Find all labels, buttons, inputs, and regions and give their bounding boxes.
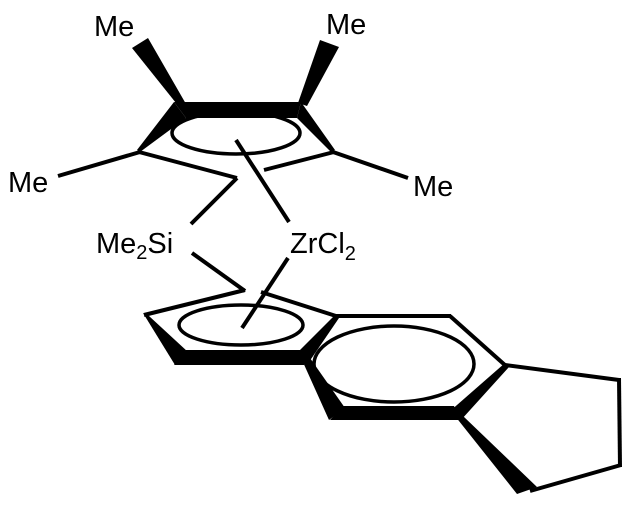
benzo-right-wedge	[449, 363, 509, 420]
benzo-ring	[302, 314, 509, 420]
cp-front-left-bond	[138, 150, 238, 180]
me-right-bond	[332, 150, 409, 180]
me-top-left-wedge	[132, 38, 186, 104]
si-bridge-label: Me2Si	[96, 228, 173, 264]
zr-metal-label: ZrCl2	[290, 228, 356, 265]
cp-front-right-bond	[263, 150, 335, 172]
benzo-left-wedge	[302, 358, 345, 420]
lower-cp-bottom-bond	[174, 350, 312, 365]
cyclopentane-bottom-bond	[529, 463, 622, 493]
me-top-left-label: Me	[94, 11, 134, 43]
benzo-aromatic-ellipse	[312, 324, 476, 404]
me-left-label: Me	[8, 167, 48, 199]
lower-cp-ring	[143, 288, 339, 365]
si-to-upper-cp-bond	[189, 176, 239, 226]
cyclopentane-ring	[455, 363, 622, 494]
cp-back-bond	[174, 102, 301, 118]
benzo-top-right-bond	[448, 314, 508, 368]
cp-aromatic-ellipse	[170, 110, 302, 156]
me-right-label: Me	[413, 171, 453, 203]
cp-right-wedge-bond	[297, 102, 335, 152]
me-top-right-label: Me	[326, 9, 366, 41]
lower-cp-left-wedge	[143, 313, 188, 365]
me-top-right-wedge	[298, 40, 339, 106]
lower-cp-top-right-bond	[260, 290, 337, 318]
me-left-bond	[57, 150, 141, 178]
cp-left-wedge-bond	[137, 102, 186, 152]
zr-to-upper-cp-bond	[234, 138, 291, 224]
cyclopentane-left-wedge	[455, 416, 537, 494]
cyclopentane-top-bond	[504, 363, 620, 382]
benzo-bottom-bond	[330, 406, 460, 420]
cyclopentane-right-bond	[617, 377, 622, 468]
lower-cp-aromatic-ellipse	[177, 303, 305, 347]
upper-cp-ring	[137, 102, 335, 180]
lower-cp-right-wedge	[296, 314, 339, 362]
lower-cp-top-left-bond	[143, 288, 246, 317]
si-to-lower-cp-bond	[190, 251, 247, 293]
